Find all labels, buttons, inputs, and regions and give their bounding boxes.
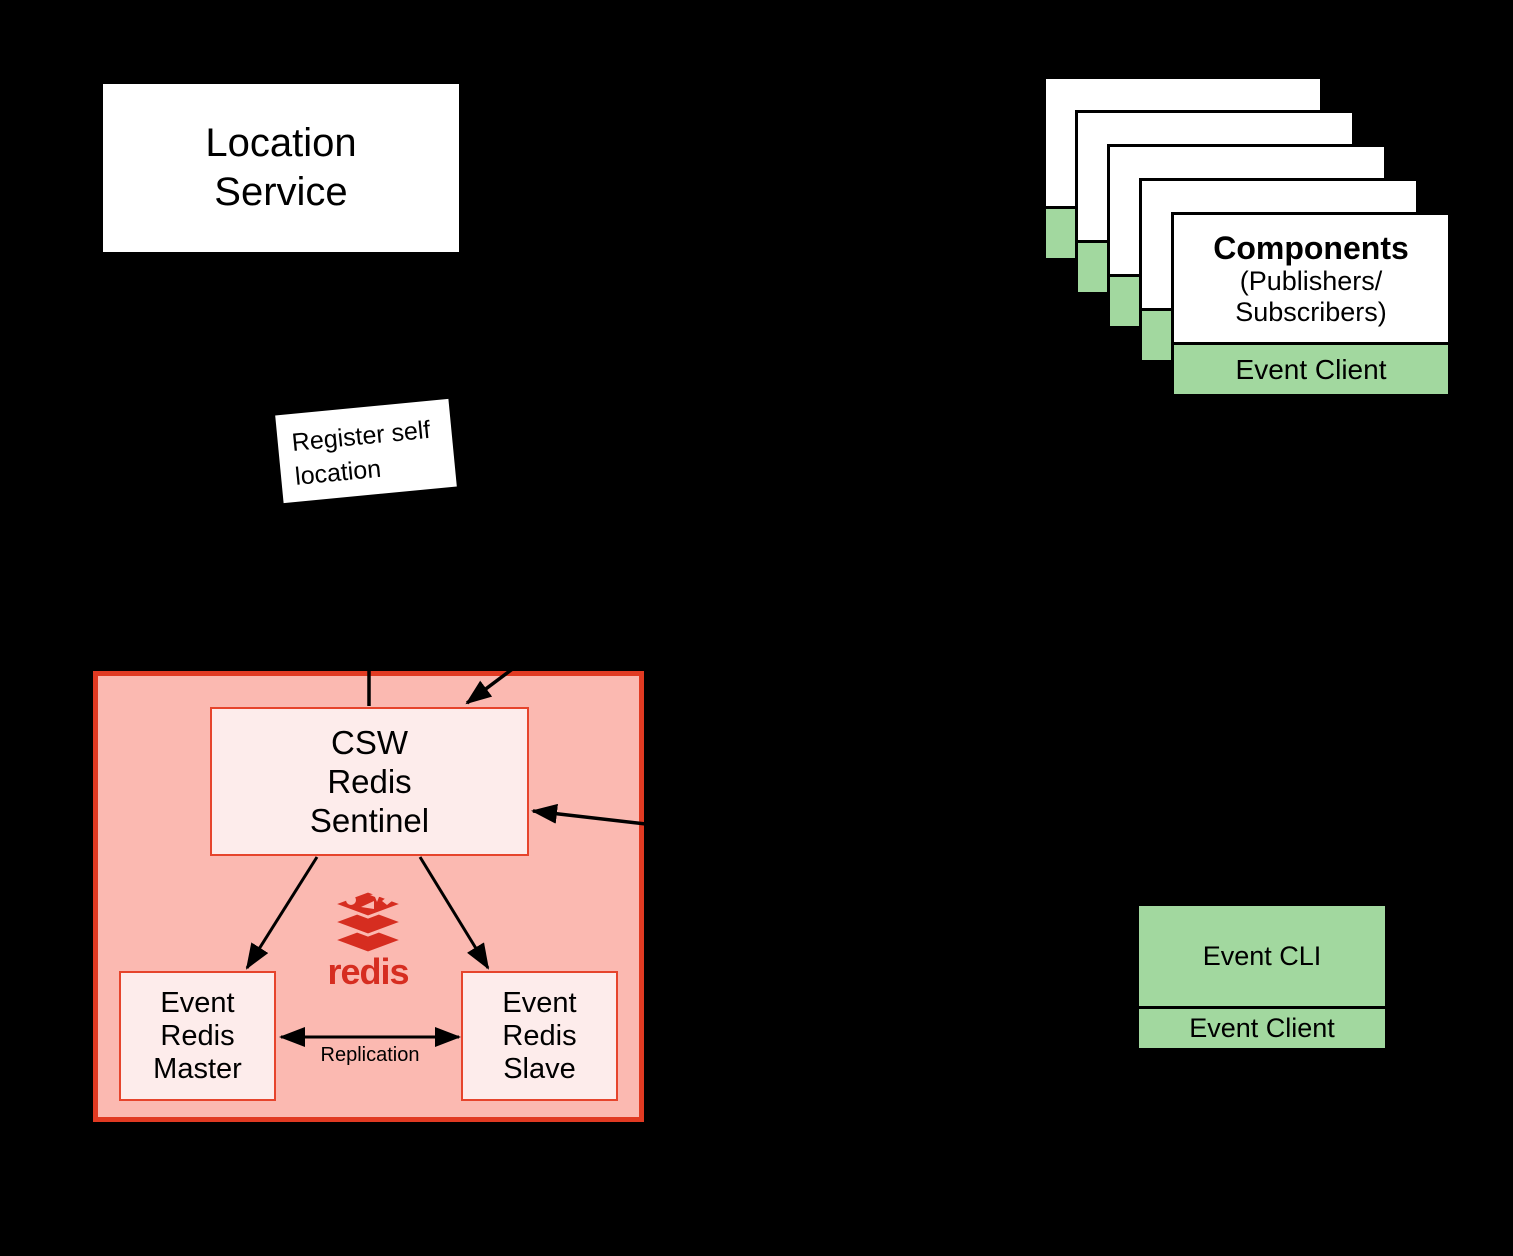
components-subtitle-line2: Subscribers)	[1235, 296, 1387, 327]
event-redis-slave-node: Event Redis Slave	[461, 971, 618, 1101]
sentinel-line1: CSW	[331, 724, 408, 761]
register-self-location-note: Register self location	[275, 398, 457, 504]
redis-wordmark: redis	[327, 951, 408, 990]
master-line2: Redis	[160, 1019, 235, 1052]
location-service-label-line1: Location	[205, 121, 357, 165]
event-client-label: Event Client	[1235, 353, 1387, 385]
master-line3: Master	[153, 1052, 242, 1085]
sentinel-line3: Sentinel	[309, 802, 430, 839]
components-card-body: Components (Publishers/ Subscribers)	[1174, 215, 1448, 342]
redis-database-stack-icon	[328, 889, 408, 955]
arrow-components-to-sentinel	[465, 414, 852, 705]
redis-logo-icon: redis	[327, 889, 410, 990]
csw-redis-sentinel-node: CSW Redis Sentinel	[210, 707, 529, 856]
slave-line2: Redis	[502, 1019, 577, 1052]
components-front-card: Components (Publishers/ Subscribers) Eve…	[1171, 212, 1451, 397]
location-service-node: Location Service	[103, 84, 459, 252]
event-cli-title: Event CLI	[1202, 940, 1322, 971]
components-title: Components	[1213, 229, 1409, 266]
event-cli-client-strip: Event Client	[1139, 1006, 1385, 1048]
event-redis-master-node: Event Redis Master	[119, 971, 276, 1101]
event-client-strip: Event Client	[1171, 342, 1451, 397]
sentinel-line2: Redis	[327, 763, 412, 800]
location-service-label-line2: Service	[214, 170, 348, 214]
slave-line1: Event	[502, 986, 577, 1019]
components-subtitle-line1: (Publishers/	[1239, 265, 1383, 296]
replication-label: Replication	[320, 1044, 420, 1066]
master-line1: Event	[160, 986, 235, 1019]
slave-line3: Slave	[503, 1052, 576, 1085]
event-cli-node: Event CLI Event Client	[1136, 903, 1388, 1051]
